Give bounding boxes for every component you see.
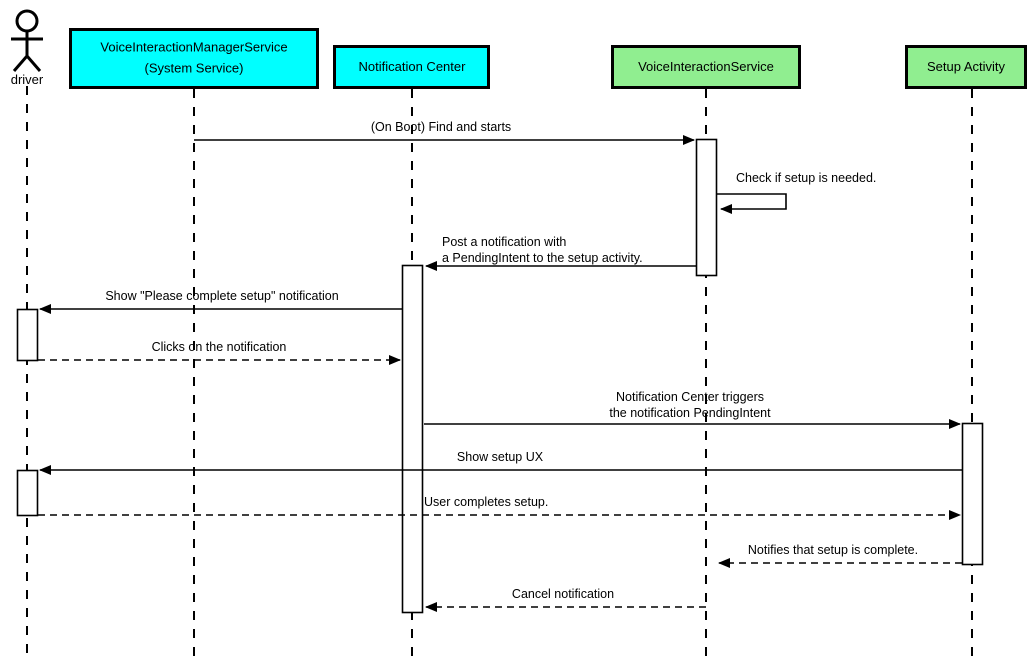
participant-setup-activity[interactable]: Setup Activity	[905, 45, 1027, 89]
message-label: Notifies that setup is complete.	[748, 543, 918, 557]
message-label-line1: Post a notification with	[442, 235, 566, 249]
message-notification-center-triggers-pendingintent[interactable]: Notification Center triggers the notific…	[424, 390, 961, 429]
message-on-boot-find-and-starts[interactable]: (On Boot) Find and starts	[194, 120, 695, 145]
message-label: Show setup UX	[457, 450, 544, 464]
message-cancel-notification[interactable]: Cancel notification	[425, 587, 706, 612]
activation-bar-driver-1	[16, 308, 39, 362]
participant-label-line1: Notification Center	[359, 59, 467, 74]
participant-label-line1: VoiceInteractionService	[638, 59, 774, 74]
participant-notification-center[interactable]: Notification Center	[333, 45, 490, 89]
message-label: (On Boot) Find and starts	[371, 120, 511, 134]
message-label: Cancel notification	[512, 587, 614, 601]
message-show-please-complete-setup-notification[interactable]: Show "Please complete setup" notificatio…	[39, 289, 402, 314]
message-label-line2: a PendingIntent to the setup activity.	[442, 251, 643, 265]
message-label-line1: Notification Center triggers	[616, 390, 764, 404]
actor-leg-left-line	[12, 55, 29, 72]
participant-box	[69, 28, 319, 89]
message-label: User completes setup.	[424, 495, 548, 509]
message-check-if-setup-is-needed[interactable]: Check if setup is needed.	[717, 171, 876, 214]
message-label: Show "Please complete setup" notificatio…	[105, 289, 338, 303]
actor-head-icon	[15, 9, 39, 33]
message-label-line2: the notification PendingIntent	[609, 406, 771, 420]
participant-box	[333, 45, 490, 89]
message-user-completes-setup[interactable]: User completes setup.	[38, 495, 961, 520]
activation-bar-driver-2	[16, 469, 39, 517]
message-label: Check if setup is needed.	[736, 171, 876, 185]
participant-label-driver: driver	[11, 72, 44, 87]
activation-bar-notification-center	[401, 264, 424, 614]
participant-voice-interaction-service[interactable]: VoiceInteractionService	[611, 45, 801, 89]
activation-bars-group	[16, 138, 984, 614]
participant-label-line1: Setup Activity	[927, 59, 1006, 74]
participant-box	[905, 45, 1027, 89]
participant-label-line1: VoiceInteractionManagerService	[100, 39, 287, 54]
participant-driver[interactable]: driver	[11, 9, 44, 87]
participant-voice-interaction-manager-service[interactable]: VoiceInteractionManagerService (System S…	[69, 28, 319, 89]
activation-bar-voice-interaction-service	[695, 138, 718, 277]
message-post-a-notification[interactable]: Post a notification with a PendingIntent…	[425, 235, 696, 271]
message-show-setup-ux[interactable]: Show setup UX	[39, 450, 962, 475]
message-self-line	[717, 193, 787, 214]
message-clicks-on-the-notification[interactable]: Clicks on the notification	[38, 340, 401, 365]
participant-box	[611, 45, 801, 89]
actor-leg-right-line	[25, 55, 42, 72]
activation-bar-setup-activity	[961, 422, 984, 566]
message-notifies-that-setup-is-complete[interactable]: Notifies that setup is complete.	[718, 543, 962, 568]
message-label: Clicks on the notification	[152, 340, 287, 354]
participant-label-line2: (System Service)	[145, 60, 244, 75]
